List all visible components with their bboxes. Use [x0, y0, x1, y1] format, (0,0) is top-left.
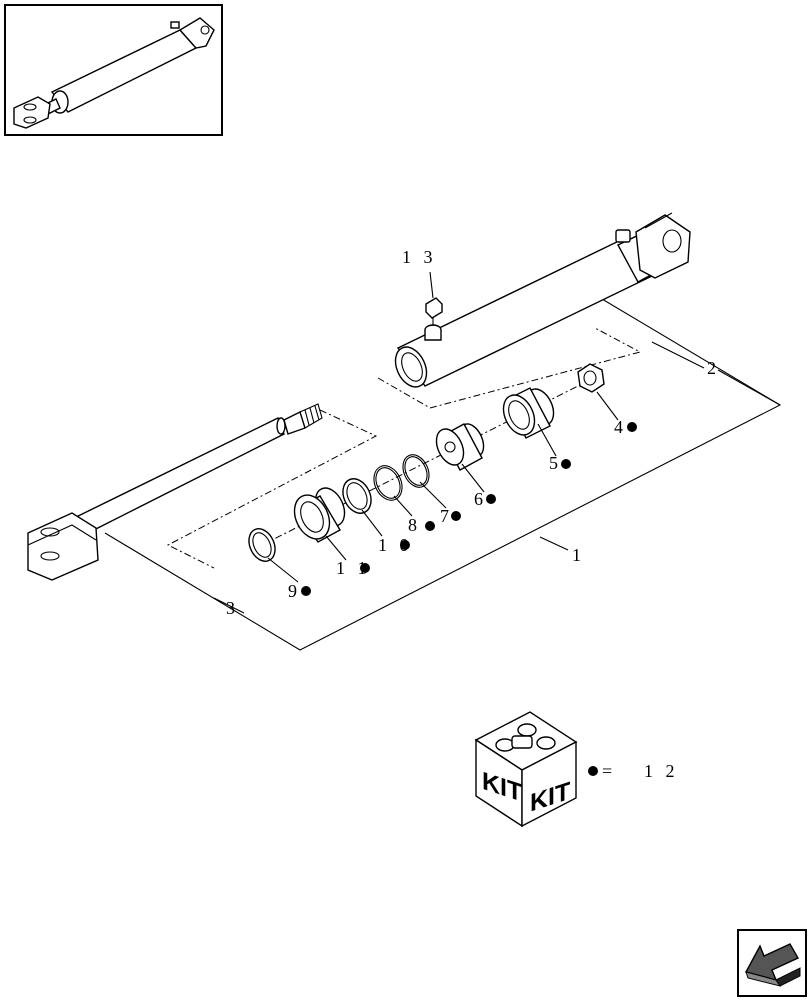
callout-13: 1 3: [402, 247, 437, 267]
kit-dot-5: [561, 459, 571, 469]
thumbnail-overview[interactable]: [4, 4, 223, 136]
callout-7: 7: [440, 506, 453, 526]
callout-6: 6: [474, 489, 487, 509]
callout-11: 1 1: [336, 558, 371, 578]
cylinder-barrel: [394, 212, 691, 388]
callout-1: 1: [572, 545, 585, 565]
kit-dot-7: [451, 511, 461, 521]
callout-10: 1 0: [378, 535, 413, 555]
part-5-gland: [502, 387, 555, 439]
part-13-grease-fitting: [425, 297, 443, 326]
thumbnail-cylinder-icon: [13, 17, 215, 129]
part-10-ring: [342, 478, 372, 514]
kit-legend-ref: 1 2: [644, 761, 679, 781]
callout-4: 4: [614, 417, 627, 437]
part-9-wiper-ring: [248, 528, 276, 562]
kit-boundary-lines: [104, 295, 782, 651]
kit-markers: [301, 422, 637, 596]
leader-lines: [213, 271, 781, 614]
kit-dot-11: [360, 563, 370, 573]
part-8-o-ring: [373, 465, 403, 501]
kit-dot-6: [486, 494, 496, 504]
kit-dot-8: [425, 521, 435, 531]
navigate-arrow-icon: [744, 943, 801, 987]
part-6-piston: [435, 423, 485, 471]
kit-box-icon: KIT KIT: [474, 711, 578, 828]
kit-legend-dot: [588, 766, 598, 776]
part-11-bushing: [293, 487, 346, 543]
part-4-nut: [577, 363, 605, 393]
piston-rod: [27, 403, 323, 581]
kit-dot-4: [627, 422, 637, 432]
callout-5: 5: [549, 453, 562, 473]
kit-legend: KIT KIT = 1 2: [474, 711, 679, 828]
navigate-arrow-button[interactable]: [737, 929, 807, 997]
kit-legend-equals: =: [602, 761, 616, 781]
kit-dot-10: [400, 540, 410, 550]
callout-8: 8: [408, 515, 421, 535]
callout-9: 9: [288, 581, 301, 601]
kit-dot-9: [301, 586, 311, 596]
part-7-o-ring: [402, 454, 430, 488]
callout-3: 3: [226, 598, 239, 618]
callout-labels: 1 3 2 4 5 6 7 8 1 0 1 1 9 1 3: [226, 247, 720, 618]
callout-2: 2: [707, 358, 720, 378]
